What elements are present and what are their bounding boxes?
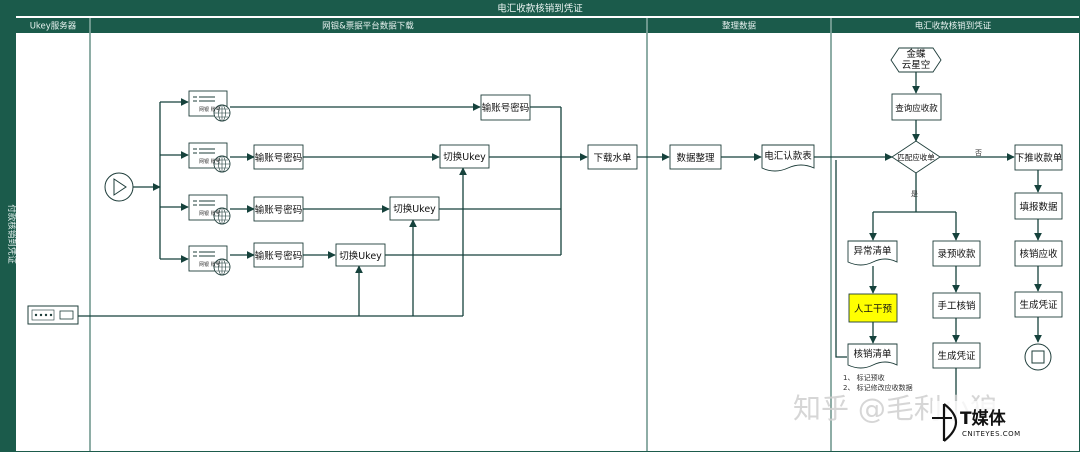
enter-password-label: 输账号密码 — [482, 102, 530, 114]
lane-header-ukey: Ukey服务器 — [30, 21, 77, 32]
manual-intervention-label: 人工干预 — [854, 304, 893, 315]
enter-password-label: 输账号密码 — [255, 152, 303, 164]
logo-main-text: T媒体 — [960, 408, 1007, 429]
bank-icon-caption: 网银 账号 — [199, 261, 221, 268]
switch-ukey-label: 切换Ukey — [393, 203, 436, 215]
switch-ukey-box — [335, 243, 386, 267]
bank-icon-caption: 网银 账号 — [199, 106, 221, 113]
edge-label-yes: 是 — [911, 190, 918, 198]
lane-header-bar — [0, 18, 1080, 33]
record-prepayment-label: 录预收款 — [937, 248, 976, 260]
ukey-device-icon — [27, 305, 79, 325]
manual-verify-label: 手工核销 — [937, 300, 976, 312]
play-icon — [113, 178, 127, 196]
verify-receivable-box — [1014, 240, 1063, 267]
bank-portal-icon: 网银 账号 — [188, 90, 231, 122]
side-bar — [0, 16, 16, 452]
lane-header-verify: 电汇收款核销到凭证 — [915, 21, 992, 32]
enter-password-box — [480, 94, 531, 121]
bank-portal-icon: 网银 账号 — [188, 245, 231, 276]
match-decision-diamond — [891, 140, 941, 174]
verification-list-doc — [847, 343, 898, 369]
download-statement-label: 下载水单 — [593, 152, 632, 164]
generate-voucher-box — [932, 342, 981, 369]
enter-password-label: 输账号密码 — [255, 204, 303, 216]
title-bar — [0, 0, 1080, 16]
generate-voucher-label: 生成凭证 — [1019, 299, 1058, 311]
bank-icon-caption: 网银 账号 — [199, 158, 221, 165]
wire-claim-table-doc — [761, 144, 815, 172]
exception-list-doc — [847, 240, 898, 266]
fill-data-box — [1014, 192, 1063, 220]
data-organize-box — [669, 144, 722, 170]
push-receipt-label: 下推收款单 — [1015, 152, 1063, 164]
wire-claim-table-label: 电汇认款表 — [764, 150, 812, 162]
generate-voucher-label: 生成凭证 — [937, 350, 976, 362]
generate-voucher-box — [1014, 291, 1063, 318]
cniteyes-logo: T媒体 CNITEYES.COM — [932, 401, 1072, 442]
lane-header-organize: 整理数据 — [722, 21, 757, 32]
bank-portal-icon: 网银 账号 — [188, 142, 231, 173]
enter-password-label: 输账号密码 — [255, 250, 303, 262]
note-line: 1、 标记预收 — [843, 373, 885, 382]
download-statement-box — [587, 144, 638, 170]
switch-ukey-box — [389, 196, 440, 221]
stop-icon — [1031, 350, 1045, 364]
enter-password-box — [253, 144, 304, 170]
fill-data-label: 填报数据 — [1019, 201, 1058, 213]
cloud-galaxy-label: 云星空 — [902, 59, 931, 71]
diagram-title: 电汇收款核销到凭证 — [497, 3, 583, 15]
connectors — [78, 72, 1042, 410]
enter-password-box — [253, 196, 304, 222]
switch-ukey-label: 切换Ukey — [443, 151, 486, 163]
note-line: 2、 标记修改应收数据 — [843, 383, 913, 392]
query-receivable-box — [891, 93, 942, 121]
record-prepayment-box — [932, 240, 981, 267]
logo-sub-text: CNITEYES.COM — [962, 430, 1021, 438]
switch-ukey-label: 切换Ukey — [339, 250, 382, 262]
side-label: 付款核销到凭证 — [6, 204, 17, 264]
kingdee-label: 金蝶 — [906, 48, 926, 60]
bank-icon-caption: 网银 账号 — [199, 210, 221, 217]
query-receivable-label: 查询应收款 — [895, 103, 938, 114]
exception-list-label: 异常清单 — [853, 245, 892, 257]
kingdee-start-hexagon — [890, 47, 942, 73]
manual-intervention-box — [848, 293, 898, 323]
end-node — [1024, 343, 1052, 371]
data-organize-label: 数据整理 — [676, 152, 715, 164]
bank-portal-icon: 网银 账号 — [188, 194, 231, 225]
enter-password-box — [253, 242, 304, 268]
match-decision-label: 匹配应收单 — [897, 152, 935, 162]
lane-header-download: 网银&票据平台数据下载 — [322, 21, 414, 32]
verification-list-label: 核销清单 — [853, 348, 892, 360]
verify-receivable-label: 核销应收 — [1019, 248, 1058, 260]
push-receipt-box — [1014, 144, 1063, 171]
switch-ukey-box — [439, 144, 490, 169]
manual-verify-box — [932, 292, 981, 319]
edge-label-no: 否 — [975, 149, 982, 157]
